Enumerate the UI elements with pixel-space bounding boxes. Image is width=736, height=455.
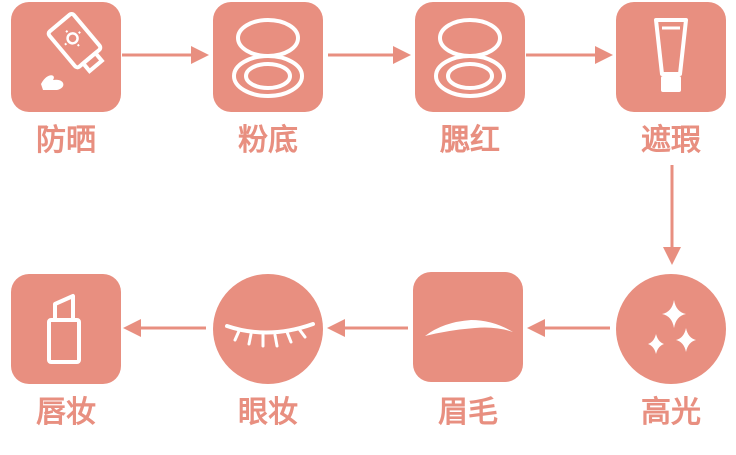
step-label-foundation: 粉底 <box>238 123 298 158</box>
highlight-sparkle-icon <box>648 300 696 354</box>
step-foundation <box>213 2 323 112</box>
step-concealer <box>616 2 726 112</box>
sunscreen-tube-icon <box>41 11 105 90</box>
blush-compact-icon <box>434 18 506 98</box>
step-sunscreen <box>11 2 121 112</box>
step-label-sunscreen: 防晒 <box>36 123 96 158</box>
step-lipstick <box>11 274 121 384</box>
lipstick-icon <box>47 294 81 364</box>
step-label-lipstick: 唇妆 <box>36 395 96 430</box>
step-label-eye-makeup: 眼妆 <box>238 395 298 430</box>
concealer-tube-icon <box>654 18 688 92</box>
step-eyebrow <box>413 272 523 382</box>
step-highlight <box>616 274 726 384</box>
eyebrow-icon <box>425 320 513 336</box>
step-label-concealer: 遮瑕 <box>641 123 701 158</box>
step-label-blush: 腮红 <box>440 123 500 158</box>
step-eye-makeup <box>213 274 323 384</box>
step-label-eyebrow: 眉毛 <box>438 395 498 430</box>
foundation-compact-icon <box>232 18 304 98</box>
step-label-highlight: 高光 <box>641 395 701 430</box>
eyelash-icon <box>225 322 315 348</box>
step-blush <box>415 2 525 112</box>
